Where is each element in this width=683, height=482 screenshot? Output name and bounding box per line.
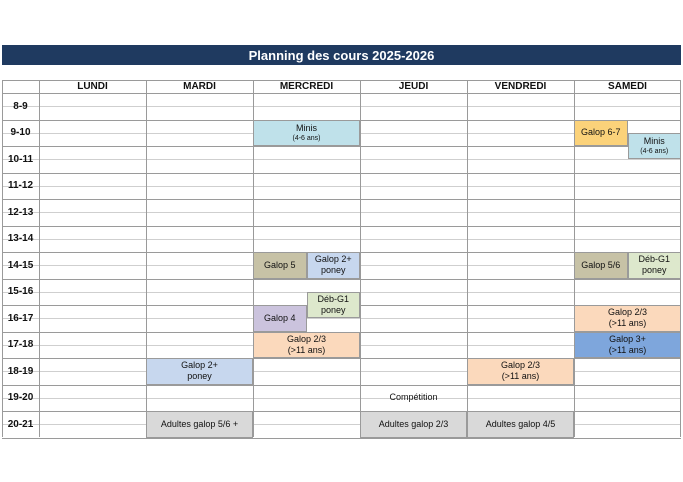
- hour-label: 9-10: [10, 127, 31, 139]
- hour-label: 13-14: [7, 233, 34, 245]
- course-galop67-samedi[interactable]: Galop 6-7: [574, 119, 628, 146]
- course-galop5-mercredi[interactable]: Galop 5: [253, 252, 307, 279]
- grid-line: [2, 146, 681, 147]
- course-label: Galop 2/3: [286, 333, 327, 344]
- grid-line: [2, 424, 681, 426]
- day-header-samedi: SAMEDI: [608, 81, 647, 92]
- grid-line: [2, 80, 3, 437]
- course-label: Compétition: [389, 392, 438, 403]
- course-galop4-mercredi[interactable]: Galop 4: [253, 305, 307, 332]
- grid-line: [2, 80, 681, 81]
- grid-line: [2, 278, 681, 280]
- hour-label: 12-13: [7, 206, 34, 218]
- course-galop23-mercredi[interactable]: Galop 2/3(>11 ans): [253, 331, 360, 358]
- course-label-line2: poney: [187, 371, 212, 382]
- grid-line: [2, 93, 681, 94]
- course-age: (4-6 ans): [292, 134, 321, 142]
- course-label: Galop 4: [263, 312, 296, 323]
- course-label: Galop 2+: [181, 360, 218, 371]
- course-adultes45-vendredi[interactable]: Adultes galop 4/5: [467, 411, 574, 438]
- course-label-line2: (>11 ans): [608, 344, 647, 355]
- course-label: Minis: [295, 122, 317, 133]
- grid-line: [360, 80, 361, 437]
- hour-label: 14-15: [7, 259, 34, 271]
- grid-line: [2, 225, 681, 227]
- course-label: Galop 5/6: [581, 259, 621, 270]
- course-label: Minis: [643, 136, 665, 146]
- course-label-line2: (>11 ans): [287, 344, 326, 355]
- course-label: Galop 5: [263, 259, 296, 270]
- course-label: Galop 2/3: [500, 360, 541, 371]
- course-label: Adultes galop 4/5: [485, 418, 556, 429]
- hour-label: 10-11: [7, 153, 34, 165]
- course-label-line2: poney: [320, 265, 346, 276]
- course-label-line2: (>11 ans): [608, 318, 647, 329]
- day-header-vendredi: VENDREDI: [494, 81, 547, 92]
- course-label: Déb-G1: [638, 254, 670, 265]
- grid-line: [2, 358, 681, 359]
- course-galop2p-poney-mardi[interactable]: Galop 2+poney: [146, 358, 253, 385]
- grid-line: [2, 159, 681, 161]
- day-header-mardi: MARDI: [183, 81, 216, 92]
- grid-line: [2, 185, 681, 187]
- course-age: (4-6 ans): [640, 148, 669, 155]
- course-label-line2: poney: [641, 265, 667, 276]
- grid-line: [2, 411, 681, 412]
- grid-line: [2, 371, 681, 373]
- grid-line: [2, 238, 681, 240]
- grid-line: [2, 172, 681, 174]
- course-label-line2: poney: [320, 305, 346, 315]
- schedule-grid: LUNDI MARDI MERCREDI JEUDI VENDREDI SAMEDI 8-9…: [2, 80, 681, 439]
- hour-label: 19-20: [7, 392, 34, 404]
- day-header-mercredi: MERCREDI: [279, 81, 334, 92]
- grid-line: [2, 212, 681, 214]
- page-title: Planning des cours 2025-2026: [2, 45, 681, 65]
- course-minis-samedi[interactable]: Minis (4-6 ans): [627, 132, 681, 160]
- course-label: Déb-G1: [317, 294, 349, 304]
- day-header-jeudi: JEUDI: [398, 81, 429, 92]
- course-adultes56-mardi[interactable]: Adultes galop 5/6 +: [146, 411, 253, 438]
- course-label: Adultes galop 5/6 +: [160, 418, 239, 429]
- grid-line: [146, 80, 147, 437]
- course-label: Galop 6-7: [580, 127, 621, 138]
- hour-label: 16-17: [7, 312, 34, 324]
- course-galop23-vendredi[interactable]: Galop 2/3(>11 ans): [467, 358, 574, 385]
- course-galop3p-samedi[interactable]: Galop 3+(>11 ans): [574, 331, 681, 358]
- course-competition-jeudi[interactable]: Compétition: [360, 385, 467, 412]
- course-galop23-samedi[interactable]: Galop 2/3(>11 ans): [574, 305, 681, 332]
- hour-label: 11-12: [7, 180, 34, 192]
- course-galop56-samedi[interactable]: Galop 5/6: [574, 252, 628, 279]
- day-header-lundi: LUNDI: [77, 81, 108, 92]
- course-label: Galop 2/3: [607, 307, 648, 318]
- grid-line: [2, 384, 681, 386]
- grid-line: [2, 199, 681, 200]
- course-label: Adultes galop 2/3: [378, 418, 449, 429]
- course-label: Galop 3+: [609, 333, 646, 344]
- hour-label: 8-9: [13, 100, 28, 112]
- course-galop2p-poney-mercredi[interactable]: Galop 2+poney: [306, 252, 360, 279]
- grid-line: [2, 318, 681, 320]
- grid-line: [2, 106, 681, 108]
- grid-line: [2, 437, 681, 439]
- hour-label: 17-18: [7, 339, 34, 351]
- course-label-line2: (>11 ans): [501, 371, 540, 382]
- grid-line: [39, 80, 40, 437]
- grid-line: [2, 397, 681, 399]
- course-label: Galop 2+: [314, 254, 352, 265]
- hour-label: 18-19: [7, 365, 34, 377]
- hour-label: 20-21: [7, 418, 34, 430]
- course-adultes23-jeudi[interactable]: Adultes galop 2/3: [360, 411, 467, 438]
- course-minis-mercredi[interactable]: Minis(4-6 ans): [253, 119, 360, 146]
- grid-line: [467, 80, 468, 437]
- hour-label: 15-16: [7, 286, 34, 298]
